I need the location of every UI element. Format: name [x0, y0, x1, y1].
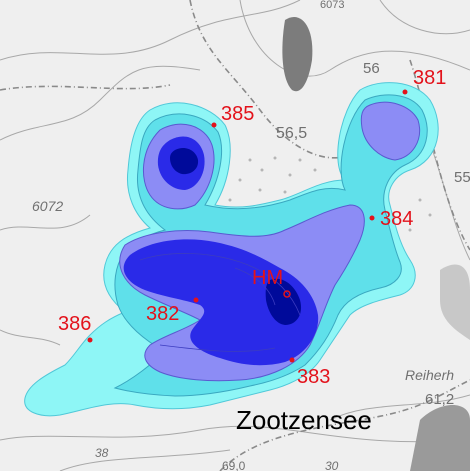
topo-label-38: 38	[95, 446, 109, 460]
topo-label-61-2: 61,2	[425, 391, 454, 408]
station-label-384: 384	[380, 208, 413, 230]
center-marker-label: HM	[252, 267, 283, 289]
station-386-dot	[87, 337, 93, 343]
station-label-386: 386	[58, 313, 91, 335]
station-points	[87, 89, 408, 363]
topo-label-6072: 6072	[32, 198, 63, 214]
topo-label-55: 55	[454, 169, 470, 186]
station-label-385: 385	[221, 103, 254, 125]
topo-label-6073: 6073	[320, 0, 344, 11]
depth-band-mid-east	[360, 101, 420, 161]
depth-contours	[139, 253, 301, 352]
depth-band-deep-main	[123, 239, 319, 366]
station-382-dot	[193, 297, 199, 303]
station-383-dot	[289, 357, 295, 363]
station-label-383: 383	[297, 366, 330, 388]
lake-name-label: Zootzensee	[236, 405, 372, 435]
station-label-381: 381	[413, 67, 446, 89]
topo-label-reiherh: Reiherh	[405, 367, 454, 383]
pond	[282, 16, 313, 92]
depth-band-deepest-main	[265, 278, 302, 325]
station-381-dot	[402, 89, 408, 95]
station-385-dot	[211, 122, 217, 128]
center-marker-ring	[283, 290, 291, 298]
depth-band-deepest-north	[170, 148, 199, 175]
topo-label-30: 30	[325, 459, 339, 471]
lake	[24, 82, 439, 417]
station-384-dot	[369, 215, 375, 221]
topo-label-69: 69,0	[222, 459, 246, 471]
topo-label-56: 56	[363, 60, 380, 77]
station-label-382: 382	[146, 303, 179, 325]
field-area	[440, 264, 470, 340]
settlement-area	[410, 405, 470, 471]
topo-label-56-5: 56,5	[276, 125, 307, 142]
